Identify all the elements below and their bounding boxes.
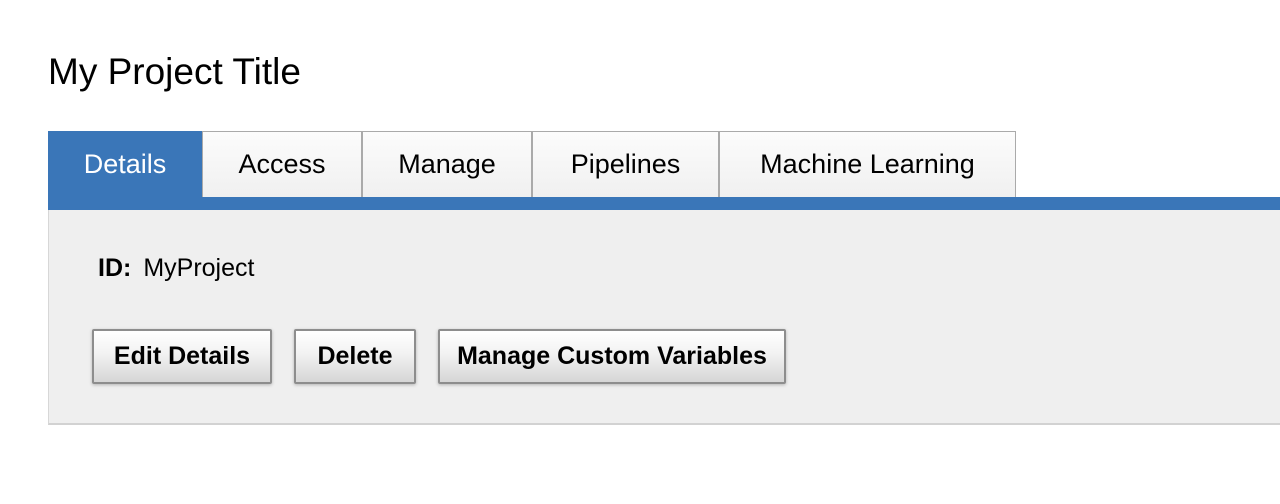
action-button-row: Edit Details Delete Manage Custom Variab…	[92, 329, 786, 384]
manage-custom-variables-button[interactable]: Manage Custom Variables	[438, 329, 786, 384]
project-id-value: MyProject	[143, 254, 255, 282]
tab-machine-learning[interactable]: Machine Learning	[719, 131, 1016, 197]
delete-button[interactable]: Delete	[294, 329, 416, 384]
tab-pipelines[interactable]: Pipelines	[532, 131, 719, 197]
tab-access[interactable]: Access	[202, 131, 362, 197]
project-id-label: ID:	[98, 254, 132, 282]
details-panel: ID: MyProject Edit Details Delete Manage …	[48, 210, 1280, 425]
tab-strip: Details Access Manage Pipelines Machine …	[48, 131, 1016, 197]
edit-details-button[interactable]: Edit Details	[92, 329, 272, 384]
tab-details[interactable]: Details	[48, 131, 202, 197]
active-tab-accent-bar	[48, 197, 1280, 210]
page-title: My Project Title	[48, 51, 301, 92]
project-id-row: ID: MyProject	[98, 254, 254, 283]
tab-manage[interactable]: Manage	[362, 131, 532, 197]
